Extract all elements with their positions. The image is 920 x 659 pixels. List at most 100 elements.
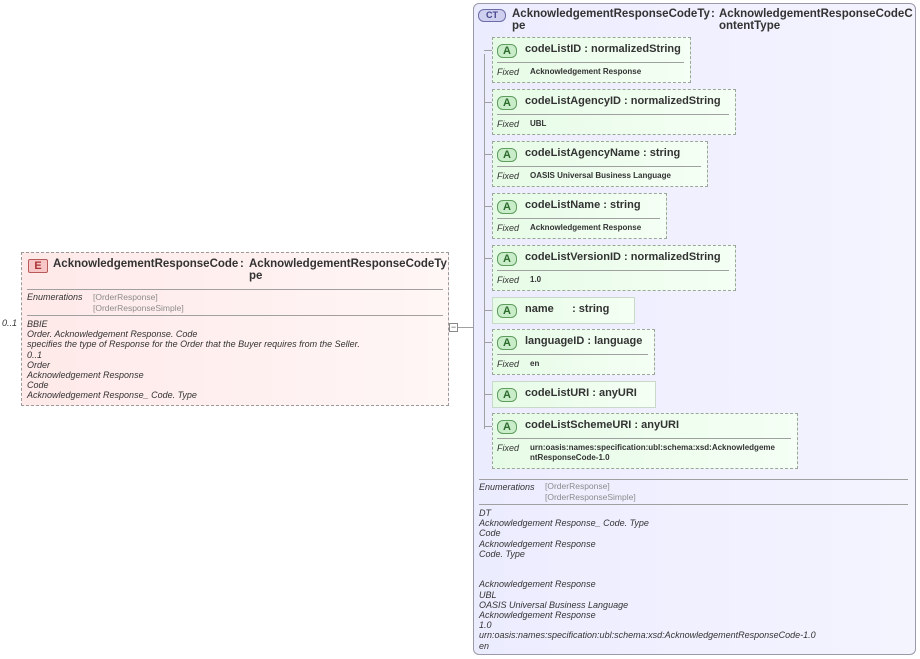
enumeration-item: [OrderResponseSimple] (545, 492, 636, 502)
doc-line: specifies the type of Response for the O… (27, 339, 360, 350)
separator (27, 289, 443, 290)
element-name: AcknowledgementResponseCode (53, 258, 239, 270)
attribute-connector (484, 310, 492, 311)
complex-type-documentation: DT Acknowledgement Response_ Code. Type … (479, 508, 816, 651)
attribute-badge: A (497, 336, 517, 350)
fixed-label: Fixed (497, 119, 520, 129)
doc-line: Order. Acknowledgement Response. Code (27, 329, 198, 340)
attribute-name: codeListName : string (525, 199, 641, 211)
attribute-connector (484, 426, 492, 427)
separator (497, 62, 684, 63)
separator (497, 166, 701, 167)
element-node[interactable]: E AcknowledgementResponseCode : Acknowle… (21, 252, 449, 406)
doc-line: Code (479, 528, 501, 539)
attribute-name: codeListURI : anyURI (525, 387, 637, 399)
doc-line: 1.0 (479, 620, 492, 631)
attribute-spine (484, 54, 485, 429)
fixed-label: Fixed (497, 67, 520, 77)
separator (497, 438, 791, 439)
fixed-value: Acknowledgement Response (530, 67, 642, 76)
doc-line: Acknowledgement Response_ Code. Type (27, 390, 197, 401)
separator (497, 270, 729, 271)
doc-line: OASIS Universal Business Language (479, 599, 629, 610)
doc-line (479, 559, 816, 569)
complex-type-badge: CT (478, 9, 506, 22)
element-type-line2: pe (249, 270, 263, 282)
attribute-name: languageID : language (525, 335, 643, 347)
element-colon: : (240, 258, 244, 270)
fixed-value: Acknowledgement Response (530, 223, 642, 232)
attribute-name: codeListVersionID : normalizedString (525, 251, 721, 263)
doc-line: Acknowledgement Response_ Code. Type (479, 518, 649, 529)
doc-line: 0..1 (27, 349, 43, 360)
complex-type-colon: : (711, 8, 715, 20)
separator (497, 354, 648, 355)
separator (479, 504, 908, 505)
element-type-line1: AcknowledgementResponseCodeTy (249, 258, 447, 270)
doc-line: urn:oasis:names:specification:ubl:schema… (479, 630, 816, 641)
attribute-badge: A (497, 96, 517, 110)
doc-line: en (479, 640, 490, 651)
enumeration-item: [OrderResponse] (93, 292, 158, 302)
attribute-connector (484, 258, 492, 259)
attribute-name: codeListAgencyID : normalizedString (525, 95, 721, 107)
attribute-connector (484, 154, 492, 155)
attribute-connector (484, 394, 492, 395)
multiplicity-label: 0..1 (2, 318, 18, 328)
complex-type-base-line1: AcknowledgementResponseCodeC (719, 8, 913, 20)
connector-line (458, 327, 473, 328)
attribute-connector (484, 206, 492, 207)
doc-line: BBIE (27, 319, 48, 329)
separator (497, 114, 729, 115)
attribute-badge: A (497, 252, 517, 266)
doc-line: Code (27, 380, 49, 391)
doc-line: Acknowledgement Response (479, 610, 596, 620)
element-badge: E (28, 259, 48, 273)
complex-type-name-line2: pe (512, 20, 526, 32)
doc-line: Order (27, 359, 51, 370)
fixed-value: ntResponseCode-1.0 (530, 453, 610, 462)
fixed-value: urn:oasis:names:specification:ubl:schema… (530, 443, 775, 452)
fixed-value: OASIS Universal Business Language (530, 171, 671, 180)
fixed-label: Fixed (497, 171, 520, 181)
complex-type-base-line2: ontentType (719, 20, 781, 32)
fixed-label: Fixed (497, 275, 520, 285)
attribute-name: name : string (525, 303, 610, 315)
collapse-toggle-icon[interactable]: − (449, 322, 458, 332)
attribute-name: codeListSchemeURI : anyURI (525, 419, 680, 431)
enumeration-item: [OrderResponseSimple] (93, 303, 184, 313)
attribute-badge: A (497, 44, 517, 58)
enumerations-label: Enumerations (27, 292, 83, 302)
fixed-label: Fixed (497, 223, 520, 233)
attribute-badge: A (497, 304, 517, 318)
doc-line (479, 569, 816, 579)
attribute-connector (484, 50, 492, 51)
separator (27, 315, 443, 316)
fixed-value: 1.0 (530, 275, 542, 284)
doc-line: Acknowledgement Response (27, 370, 144, 381)
attribute-name: codeListID : normalizedString (525, 43, 681, 55)
fixed-value: UBL (530, 119, 547, 128)
fixed-label: Fixed (497, 443, 520, 453)
fixed-value: en (530, 359, 540, 368)
fixed-label: Fixed (497, 359, 520, 369)
doc-line: DT (479, 508, 491, 518)
separator (479, 479, 908, 480)
separator (497, 218, 660, 219)
attribute-name: codeListAgencyName : string (525, 147, 681, 159)
complex-type-name-line1: AcknowledgementResponseCodeTy (512, 8, 710, 20)
attribute-connector (484, 102, 492, 103)
attribute-badge: A (497, 420, 517, 434)
enumeration-item: [OrderResponse] (545, 481, 610, 491)
enumerations-label: Enumerations (479, 482, 535, 492)
doc-line: Acknowledgement Response (479, 538, 596, 549)
